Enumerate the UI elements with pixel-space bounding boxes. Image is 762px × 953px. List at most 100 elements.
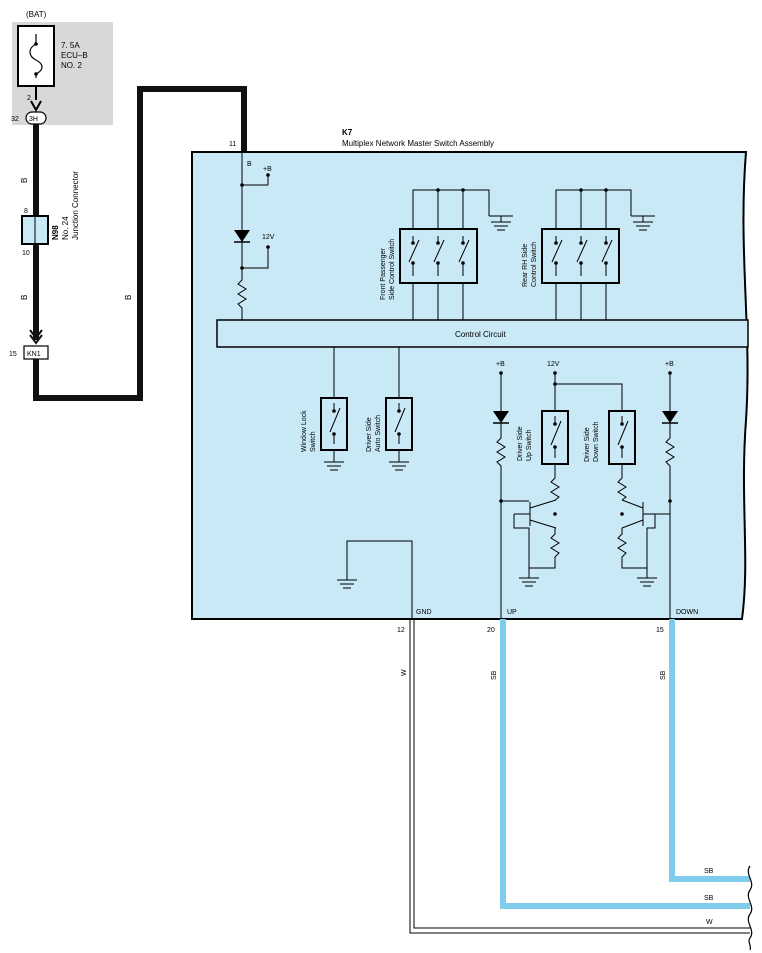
wire-b-loop <box>33 86 247 401</box>
n98-pin-out: 10 <box>22 250 30 257</box>
mid-12v: 12V <box>547 361 560 368</box>
wire-w-label: W <box>401 669 408 676</box>
continuation-break-icon <box>747 865 753 951</box>
wire-b3-label: B <box>124 295 133 300</box>
gnd-pin: 12 <box>397 627 405 634</box>
assembly-id: K7 <box>342 128 353 137</box>
up-resistor-icon <box>550 464 560 501</box>
out-w-label: W <box>706 919 713 926</box>
wire-sb1-label: SB <box>491 670 498 680</box>
control-circuit-label: Control Circuit <box>455 330 506 339</box>
driver-auto-switch <box>385 347 413 462</box>
fuse-connector-chevron-icon <box>30 100 42 113</box>
up-node-dot <box>553 512 557 516</box>
up-transistor-icon <box>514 499 557 529</box>
front-switch-label-line1: Front Passenger <box>380 248 387 300</box>
wire-b2-label: B <box>20 295 29 300</box>
control-circuit-block <box>216 319 749 348</box>
up-switch-label-line1: Driver Side <box>517 426 524 461</box>
n98-name-line2: Junction Connector <box>71 171 80 240</box>
down-pin: 15 <box>656 627 664 634</box>
ground-icon <box>389 461 409 471</box>
up-emitter-resistor <box>529 528 560 569</box>
plus-b-terminal-dot <box>266 173 270 177</box>
up-plus-b: +B <box>496 361 505 368</box>
ground-icon <box>337 579 357 589</box>
internal-ground-line <box>346 540 413 619</box>
rear-rh-switch <box>541 188 655 320</box>
auto-switch-label-line2: Auto Switch <box>375 415 382 452</box>
fuse-terminal-dot <box>34 42 38 46</box>
n98-id: N98 <box>51 225 60 240</box>
ground-icon <box>633 216 653 231</box>
wire-sb-down <box>669 619 750 882</box>
fuse-source-label: (BAT) <box>26 10 47 19</box>
kn1-chevron-icon <box>29 329 43 345</box>
junction-block-pin: 32 <box>11 116 19 123</box>
fuse-name-line2: NO. 2 <box>61 61 82 70</box>
assembly-12v: 12V <box>262 234 275 241</box>
assembly-pin-top: 11 <box>229 141 236 148</box>
window-lock-label-line2: Switch <box>310 431 317 452</box>
fuse-pin: 2 <box>27 95 31 102</box>
mid-12v-branch <box>555 383 623 411</box>
fuse-name-line1: ECU–B <box>61 51 88 60</box>
fuse-rating: 7. 5A <box>61 41 80 50</box>
wire-b4-label: B <box>247 161 252 168</box>
down-emitter-resistor <box>617 528 647 569</box>
diode-icon <box>234 230 250 242</box>
kn1-pin: 15 <box>9 351 17 358</box>
down-switch-label-line2: Down Switch <box>593 421 600 462</box>
kn1-label: KN1 <box>27 351 41 358</box>
window-lock-label-line1: Window Lock <box>301 410 308 452</box>
resistor-icon <box>237 279 247 320</box>
down-ground-line <box>646 514 656 578</box>
ground-icon <box>637 577 657 587</box>
driver-up-switch <box>541 410 569 465</box>
wire-b1-label: B <box>20 178 29 183</box>
down-resistor-icon <box>617 464 627 501</box>
front-passenger-switch <box>399 188 513 320</box>
down-node-dot <box>668 499 672 503</box>
down-terminal-label: DOWN <box>676 609 698 616</box>
up-ground-line <box>513 514 530 578</box>
wire-sb-up <box>500 619 750 909</box>
up-diode-icon <box>493 411 509 423</box>
wire-w-outer <box>409 619 750 934</box>
ground-icon <box>324 461 344 471</box>
down-switch-label-line1: Driver Side <box>584 427 591 462</box>
gnd-terminal-label: GND <box>416 609 432 616</box>
rear-switch-label-line1: Rear RH Side <box>522 244 529 287</box>
up-pin: 20 <box>487 627 495 634</box>
window-lock-switch <box>320 347 348 462</box>
fuse-terminal-dot <box>34 72 38 76</box>
down-plus-b: +B <box>665 361 674 368</box>
driver-down-switch <box>608 410 636 465</box>
12v-terminal-dot <box>266 245 270 249</box>
n98-name-line1: No. 24 <box>61 216 70 240</box>
12v-branch <box>242 248 269 269</box>
assembly-k7-frame <box>191 151 749 620</box>
down-diode-icon <box>662 411 678 423</box>
up-resistor-icon <box>496 423 506 619</box>
out-sb1-label: SB <box>704 868 714 875</box>
up-switch-label-line2: Up Switch <box>526 429 533 461</box>
assembly-name: Multiplex Network Master Switch Assembly <box>342 139 494 148</box>
n98-pin-in: 8 <box>24 208 28 215</box>
ground-icon <box>519 577 539 587</box>
down-node-dot <box>620 512 624 516</box>
junction-block-label: 3H <box>29 116 38 123</box>
wire-sb2-label: SB <box>660 670 667 680</box>
rear-switch-label-line2: Control Switch <box>531 242 538 287</box>
auto-switch-label-line1: Driver Side <box>366 417 373 452</box>
down-transistor-icon <box>621 499 670 529</box>
out-sb2-label: SB <box>704 895 714 902</box>
fuse-element-icon <box>29 34 43 78</box>
down-resistor-icon <box>665 423 675 619</box>
wire-w-inner <box>413 619 750 929</box>
up-terminal-label: UP <box>507 609 517 616</box>
ground-icon <box>491 216 511 231</box>
front-switch-label-line2: Side Control Switch <box>389 239 396 300</box>
assembly-plus-b: +B <box>263 166 272 173</box>
